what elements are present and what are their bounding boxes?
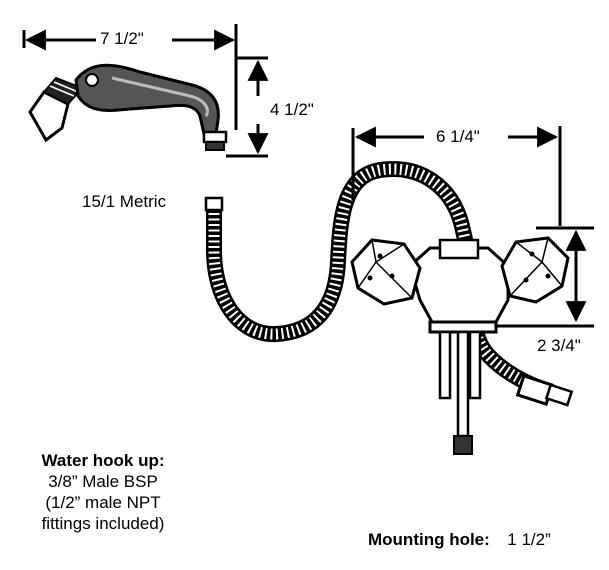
- water-hookup-line-1: 3/8” Male BSP: [48, 472, 158, 491]
- sprayer-width-dimension: [22, 24, 238, 130]
- faucet-height-label: 2 3/4": [537, 336, 581, 355]
- hose-thread-label: 15/1 Metric: [82, 192, 167, 211]
- sprayer-head: [28, 63, 228, 151]
- faucet-body: [350, 236, 574, 455]
- sprayer-height-dimension: [226, 56, 269, 158]
- faucet-width-label: 6 1/4": [436, 127, 480, 146]
- faucet-width-dimension: [351, 126, 562, 226]
- water-hookup-title: Water hook up:: [41, 451, 165, 470]
- mounting-hole-note: Mounting hole: 1 1/2”: [368, 530, 551, 550]
- faucet-height-dimension: [496, 226, 594, 328]
- mounting-hole-value: 1 1/2”: [507, 530, 551, 549]
- water-hookup-note: Water hook up: 3/8” Male BSP (1/2” male …: [18, 450, 188, 534]
- sprayer-length-label: 7 1/2": [100, 29, 144, 48]
- mounting-hole-label: Mounting hole:: [368, 530, 490, 549]
- water-hookup-line-2: (1/2” male NPT: [45, 493, 161, 512]
- sprayer-height-label: 4 1/2": [270, 100, 314, 119]
- water-hookup-line-3: fittings included): [41, 514, 165, 533]
